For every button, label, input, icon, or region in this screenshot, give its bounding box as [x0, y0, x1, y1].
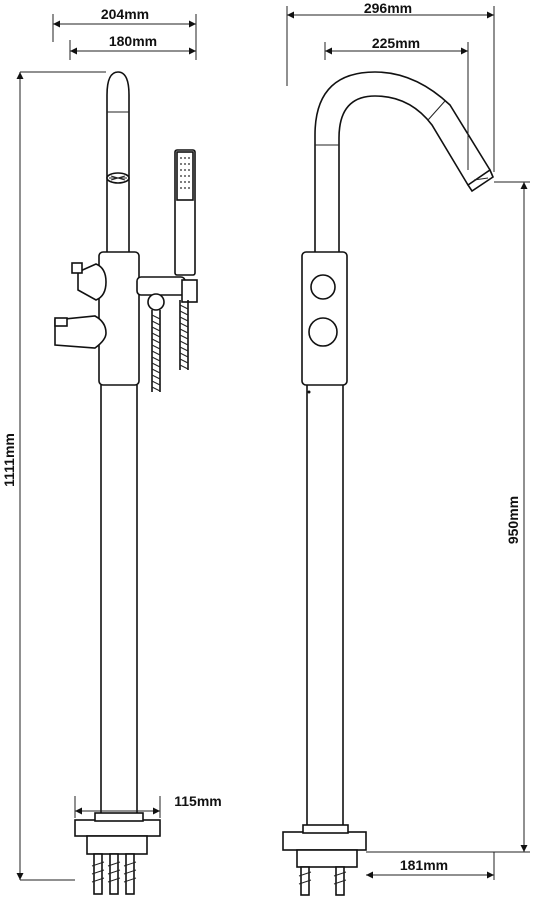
side-view: [282, 71, 494, 896]
dim-base-offset: 181mm: [400, 857, 448, 873]
side-lower-handle: [308, 317, 338, 347]
side-spout-tip: [466, 168, 494, 193]
front-view: [54, 71, 198, 895]
dim-overall-height: 1111mm: [1, 433, 17, 487]
front-dimensions: 204mm 180mm 1111mm 115mm: [1, 6, 222, 881]
front-base-plate: [74, 819, 161, 837]
side-dimensions: 296mm 225mm 950mm 181mm: [286, 0, 530, 880]
front-shower-nozzles: [180, 157, 190, 189]
front-hose-left: [151, 314, 161, 392]
front-upper-handle: [77, 263, 107, 301]
side-base-plate: [282, 831, 367, 851]
side-inlet-pipes: [298, 866, 347, 896]
front-hose-right: [179, 304, 189, 370]
front-base-mount: [86, 835, 148, 855]
dim-base-width: 115mm: [174, 793, 221, 809]
front-holder-clip: [181, 279, 198, 303]
side-pipe: [306, 385, 344, 832]
front-upper-knob: [71, 262, 83, 274]
front-inlet-pipes: [91, 853, 137, 895]
dim-spout-height: 950mm: [505, 496, 521, 544]
side-upper-handle: [310, 274, 336, 300]
dim-spout-reach: 225mm: [372, 35, 420, 51]
side-spout-outer: [314, 71, 491, 252]
front-holder-arm: [136, 276, 186, 296]
dim-spout-width-left: 180mm: [109, 33, 157, 49]
front-pipe: [100, 385, 138, 820]
front-hose-connector: [147, 293, 165, 311]
dim-overall-width-right: 296mm: [364, 0, 412, 16]
front-spout: [106, 71, 130, 252]
dim-overall-width-left: 204mm: [101, 6, 149, 22]
side-base-mount: [296, 849, 358, 868]
